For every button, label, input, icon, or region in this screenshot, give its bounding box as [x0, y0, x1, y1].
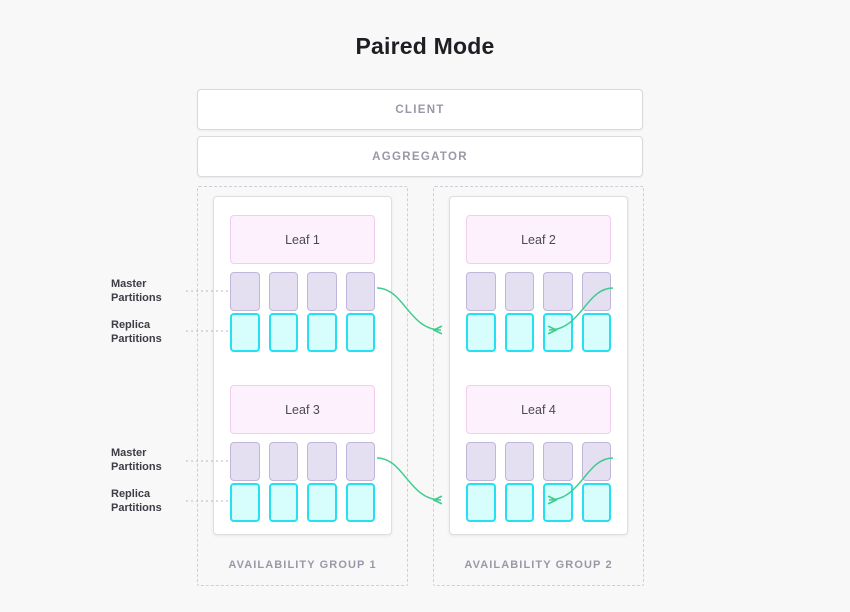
leaf-label: Leaf 2	[521, 232, 556, 247]
master-partition[interactable]	[268, 272, 298, 311]
leaf-label: Leaf 4	[521, 402, 556, 417]
replica-partition[interactable]	[543, 313, 573, 352]
replica-partition[interactable]	[307, 313, 337, 352]
replica-partition[interactable]	[345, 313, 375, 352]
master-partition-row	[230, 272, 375, 311]
annotation-replica-line1: Replica	[111, 488, 151, 500]
annotation-master-line1: Master	[111, 278, 147, 290]
replica-partition[interactable]	[230, 483, 260, 522]
leaf-box[interactable]: Leaf 4	[466, 385, 611, 434]
availability-group-1-label: AVAILABILITY GROUP 1	[228, 559, 377, 571]
aggregator-box[interactable]: AGGREGATOR	[197, 136, 643, 177]
replica-partition[interactable]	[504, 313, 534, 352]
master-partition-row	[466, 442, 611, 481]
replica-partition-row	[466, 313, 611, 352]
replica-partition[interactable]	[345, 483, 375, 522]
leaf-block: Leaf 1	[230, 215, 375, 352]
replica-partition[interactable]	[268, 313, 298, 352]
replica-partition-row	[230, 483, 375, 522]
leaf-box[interactable]: Leaf 3	[230, 385, 375, 434]
master-partition[interactable]	[581, 272, 611, 311]
master-partition[interactable]	[543, 272, 573, 311]
annotation-replica-partitions-bottom: Replica Partitions	[111, 487, 183, 515]
master-partition[interactable]	[466, 272, 496, 311]
replica-partition[interactable]	[230, 313, 260, 352]
replica-partition[interactable]	[307, 483, 337, 522]
master-partition[interactable]	[345, 442, 375, 481]
annotation-replica-partitions-top: Replica Partitions	[111, 318, 183, 346]
replica-partition-row	[466, 483, 611, 522]
master-partition[interactable]	[345, 272, 375, 311]
master-partition[interactable]	[307, 272, 337, 311]
aggregator-label: AGGREGATOR	[372, 150, 468, 163]
leaf-block: Leaf 4	[466, 385, 611, 522]
annotation-replica-line2: Partitions	[111, 502, 162, 514]
annotation-master-line2: Partitions	[111, 461, 162, 473]
annotation-replica-line2: Partitions	[111, 333, 162, 345]
replica-partition[interactable]	[581, 313, 611, 352]
annotation-master-line2: Partitions	[111, 292, 162, 304]
master-partition[interactable]	[504, 272, 534, 311]
replica-partition[interactable]	[581, 483, 611, 522]
availability-group-2-label: AVAILABILITY GROUP 2	[464, 559, 613, 571]
annotation-master-partitions-top: Master Partitions	[111, 277, 183, 305]
client-box[interactable]: CLIENT	[197, 89, 643, 130]
leaf-box[interactable]: Leaf 2	[466, 215, 611, 264]
leaf-label: Leaf 3	[285, 402, 320, 417]
leaf-label: Leaf 1	[285, 232, 320, 247]
client-label: CLIENT	[395, 103, 445, 116]
master-partition[interactable]	[230, 442, 260, 481]
replica-partition-row	[230, 313, 375, 352]
page-title: Paired Mode	[355, 33, 495, 59]
master-partition-row	[230, 442, 375, 481]
replica-partition[interactable]	[466, 313, 496, 352]
master-partition[interactable]	[581, 442, 611, 481]
leaf-box[interactable]: Leaf 1	[230, 215, 375, 264]
availability-group-1-container: AVAILABILITY GROUP 1	[197, 186, 408, 586]
replica-partition[interactable]	[504, 483, 534, 522]
replica-partition[interactable]	[543, 483, 573, 522]
availability-group-2-container: AVAILABILITY GROUP 2	[433, 186, 644, 586]
master-partition[interactable]	[268, 442, 298, 481]
annotation-replica-line1: Replica	[111, 319, 151, 331]
annotation-master-line1: Master	[111, 447, 147, 459]
annotation-master-partitions-bottom: Master Partitions	[111, 446, 183, 474]
master-partition[interactable]	[504, 442, 534, 481]
replica-partition[interactable]	[466, 483, 496, 522]
master-partition[interactable]	[543, 442, 573, 481]
replica-partition[interactable]	[268, 483, 298, 522]
master-partition[interactable]	[307, 442, 337, 481]
master-partition-row	[466, 272, 611, 311]
master-partition[interactable]	[230, 272, 260, 311]
leaf-block: Leaf 2	[466, 215, 611, 352]
master-partition[interactable]	[466, 442, 496, 481]
leaf-block: Leaf 3	[230, 385, 375, 522]
